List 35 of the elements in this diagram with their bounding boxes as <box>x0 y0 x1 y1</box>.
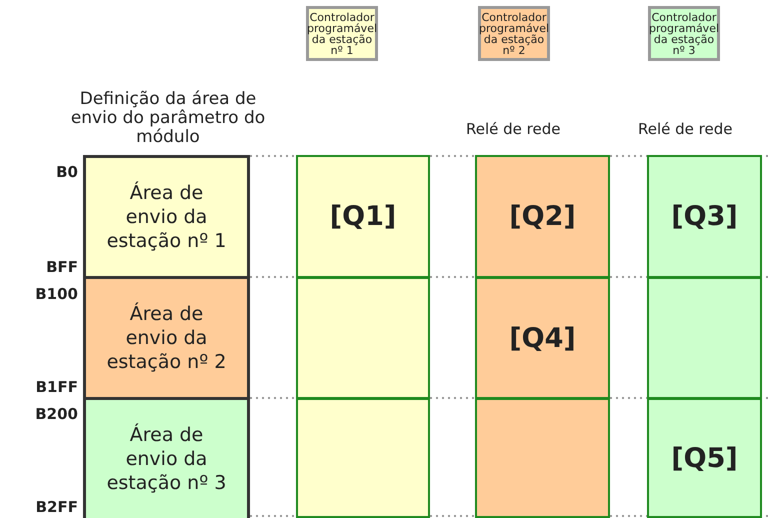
box-label: Controlador programável da estação nº 2 <box>478 12 550 56</box>
box-label: Área de envio da estação nº 1 <box>106 181 228 253</box>
memory-area-box <box>83 276 250 400</box>
memory-column-cell <box>475 155 610 278</box>
memory-column-cell <box>475 398 610 518</box>
box-label: Controlador programável da estação nº 1 <box>306 12 378 56</box>
data-label: [Q1] <box>330 201 396 232</box>
data-label: [Q2] <box>509 201 576 232</box>
address-label: B100 <box>34 285 78 303</box>
memory-area-box <box>83 155 250 279</box>
memory-column-cell <box>647 277 762 399</box>
data-label: [Q5] <box>671 442 738 474</box>
address-label: B1FF <box>34 378 78 396</box>
address-label: BFF <box>45 258 78 276</box>
memory-column-cell <box>296 155 430 278</box>
memory-column-cell <box>647 155 762 278</box>
column-heading: Definição da área de envio do parâmetro do módulo <box>70 90 266 147</box>
controller-box <box>478 6 550 61</box>
memory-column-cell <box>296 277 430 399</box>
memory-column-cell <box>296 398 430 518</box>
relay-label: Relé de rede <box>466 120 560 138</box>
data-label: [Q4] <box>509 322 576 354</box>
data-label: [Q3] <box>671 201 738 232</box>
address-label: B2FF <box>34 498 78 516</box>
box-label: Área de envio da estação nº 3 <box>106 423 228 495</box>
memory-area-box <box>83 397 250 518</box>
address-label: B200 <box>34 405 78 423</box>
controller-box <box>648 6 720 61</box>
relay-label: Relé de rede <box>638 120 732 138</box>
memory-column-cell <box>475 277 610 399</box>
controller-box <box>306 6 378 61</box>
address-label: B0 <box>55 163 78 181</box>
memory-column-cell <box>647 398 762 518</box>
box-label: Área de envio da estação nº 2 <box>106 302 228 374</box>
box-label: Controlador programável da estação nº 3 <box>648 12 720 56</box>
